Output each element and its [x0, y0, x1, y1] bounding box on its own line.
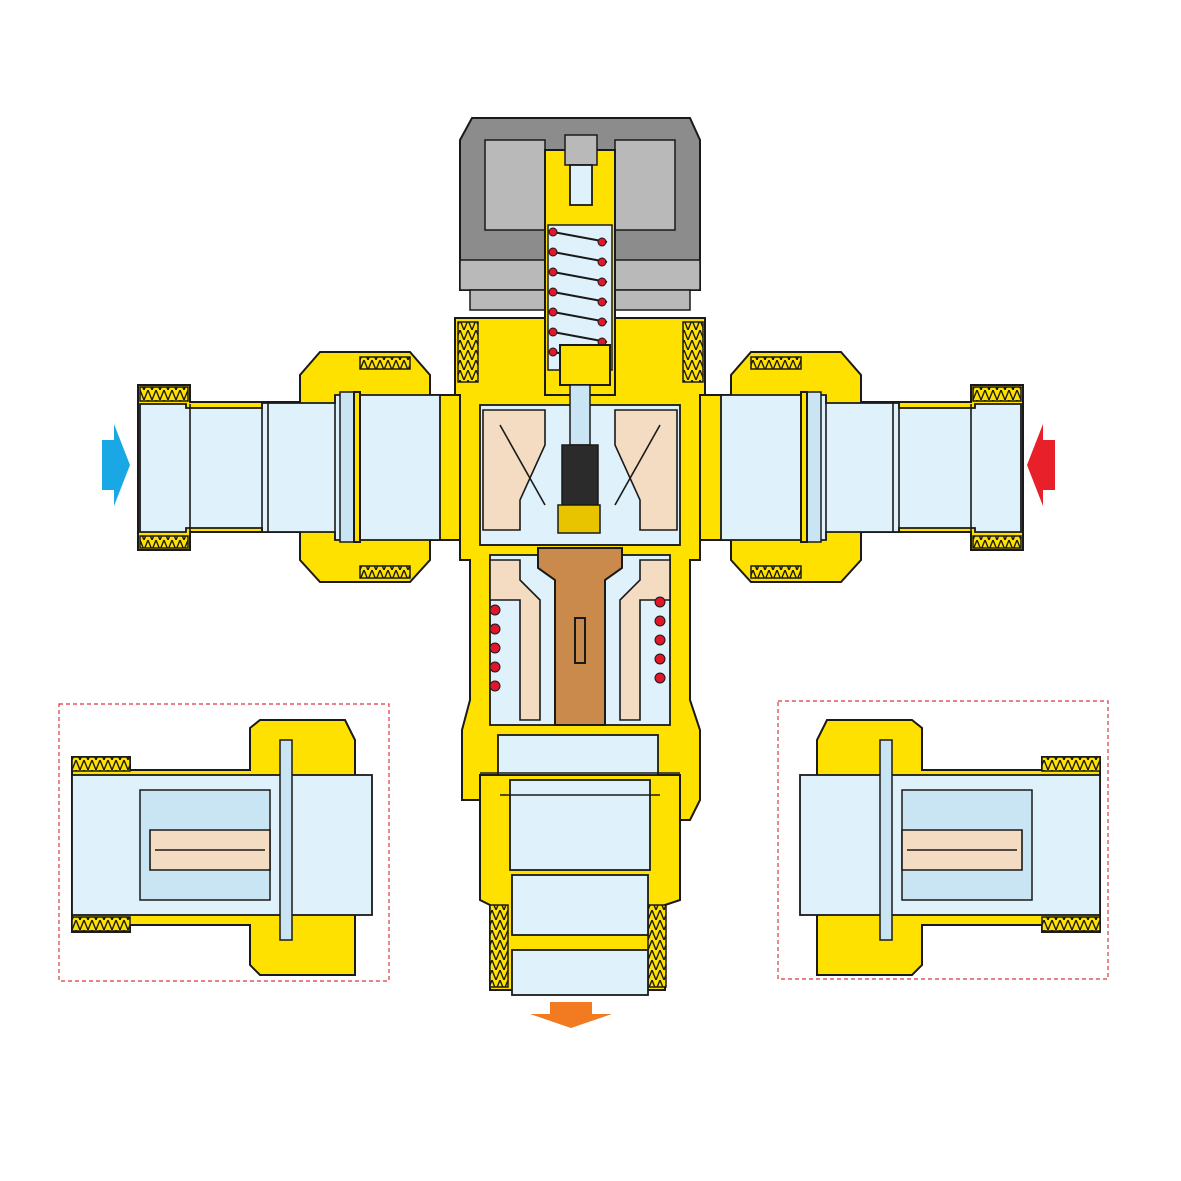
spring-dot — [489, 661, 501, 673]
spring-dot — [548, 327, 558, 337]
spring-dot — [489, 642, 501, 654]
arrow-right-icon — [102, 424, 130, 506]
stem — [569, 384, 591, 446]
element-nut — [557, 504, 601, 534]
spring-dot — [548, 347, 558, 357]
spring-dot — [548, 267, 558, 277]
spring-dot — [597, 297, 607, 307]
element-slot — [574, 617, 586, 664]
spring-dot — [548, 307, 558, 317]
spring-dot — [654, 596, 666, 608]
seal-element — [561, 444, 599, 506]
spring-dot — [548, 287, 558, 297]
spring-dot — [597, 237, 607, 247]
cold-inlet-fitting — [137, 351, 471, 583]
thermostatic-element — [537, 547, 623, 726]
spring-dot — [489, 680, 501, 692]
spring-dot — [548, 227, 558, 237]
spring-dot — [654, 615, 666, 627]
spring-dot — [548, 247, 558, 257]
arrow-down-icon — [530, 1002, 612, 1028]
piston-cap — [559, 344, 611, 386]
spring-dot — [597, 257, 607, 267]
spring-dot — [489, 604, 501, 616]
hot-inlet-fitting — [690, 351, 1024, 583]
hot-check-valve-detail — [777, 700, 1109, 980]
spring-dot — [654, 672, 666, 684]
arrow-left-icon — [1027, 424, 1055, 506]
spring-dot — [654, 653, 666, 665]
spring-dot — [597, 317, 607, 327]
spring-dot — [489, 623, 501, 635]
spring-dot — [597, 277, 607, 287]
cold-check-valve-detail — [58, 703, 390, 982]
spring-dot — [654, 634, 666, 646]
